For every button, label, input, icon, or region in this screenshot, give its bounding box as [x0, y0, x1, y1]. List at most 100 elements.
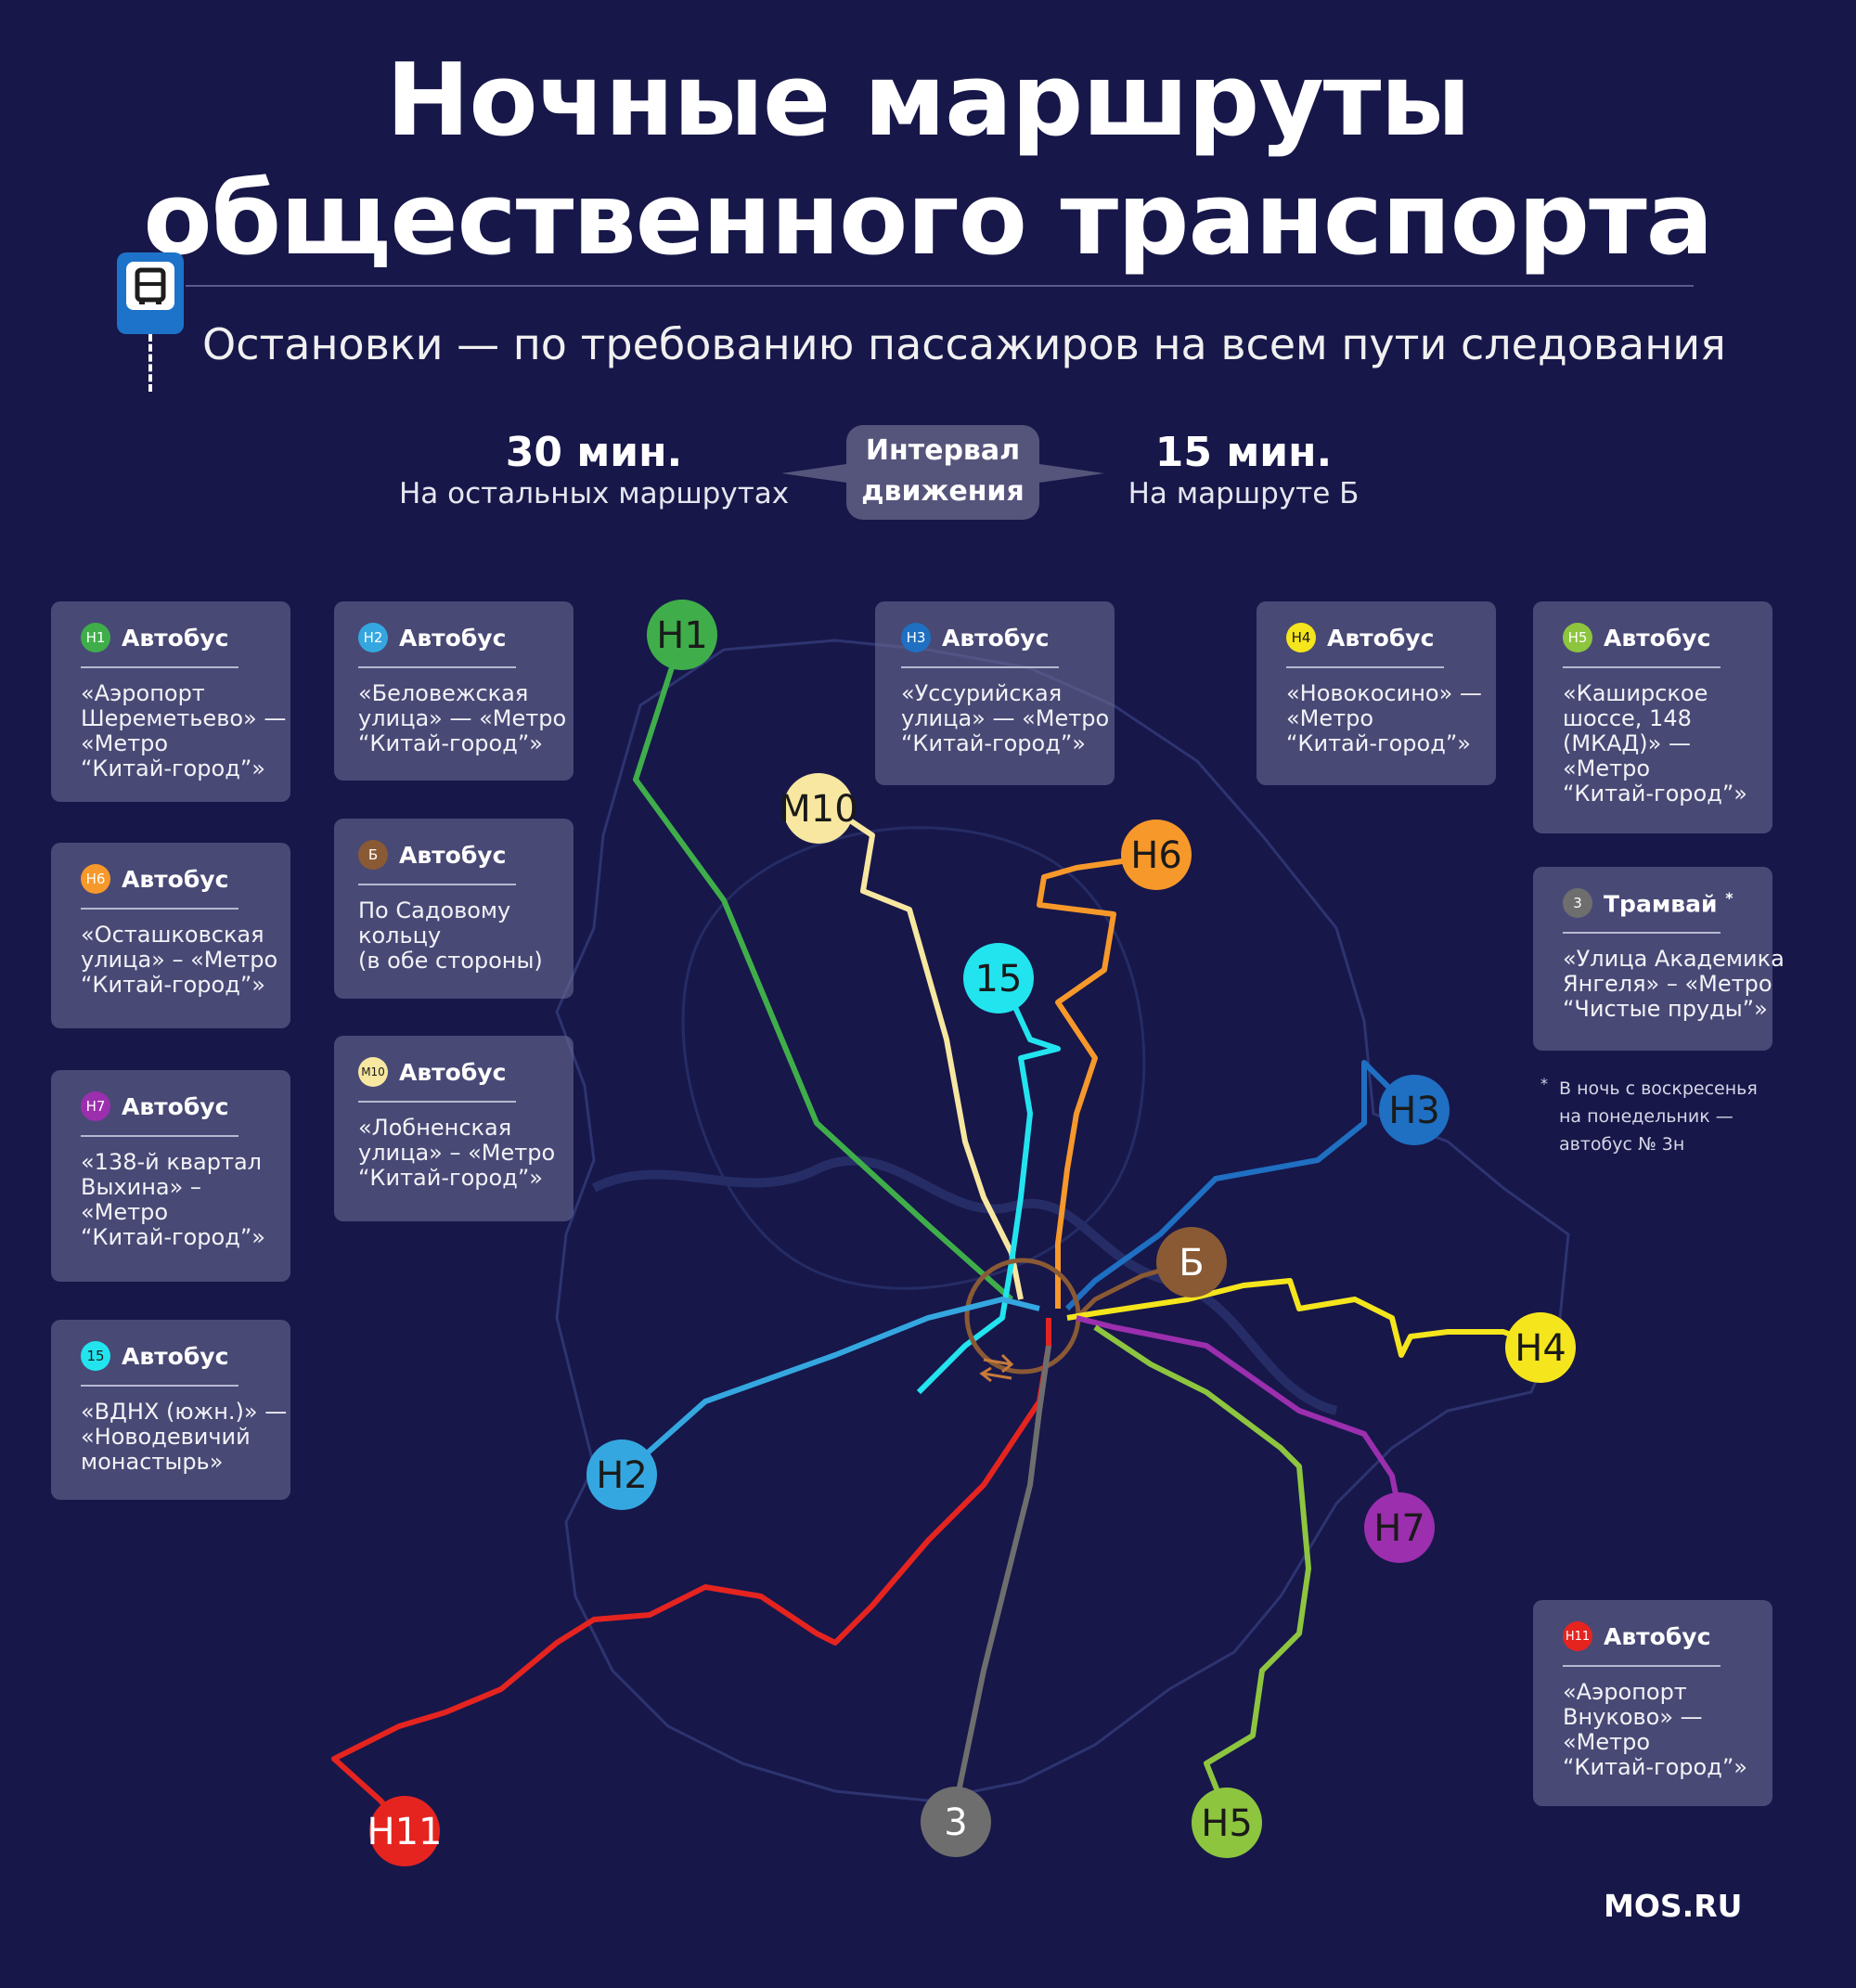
map-label-b: Б	[1156, 1227, 1227, 1297]
title-line-1: Ночные маршруты	[386, 43, 1471, 159]
badge-h2: Н2	[358, 623, 388, 652]
route-h3-line	[1064, 1060, 1413, 1311]
map-label-h4: Н4	[1505, 1312, 1576, 1383]
card-type: Автобус	[1604, 1622, 1711, 1650]
badge-h4: Н4	[1286, 623, 1316, 652]
route-m10-line	[829, 805, 1024, 1300]
svg-text:Н2: Н2	[596, 1454, 648, 1497]
footnote-mark: *	[1540, 1075, 1548, 1092]
svg-text:М10: М10	[779, 788, 857, 831]
route-h1-line	[633, 635, 1013, 1302]
svg-text:15: 15	[975, 958, 1023, 1000]
interval-other-text: На остальных маршрутах	[399, 477, 790, 510]
badge-h7: Н7	[81, 1091, 110, 1121]
route-h2-line	[620, 1297, 1040, 1478]
svg-text:Н3: Н3	[1388, 1090, 1440, 1132]
map-label-h2: Н2	[586, 1439, 657, 1510]
badge-tram3: 3	[1563, 888, 1592, 918]
svg-text:3: 3	[944, 1801, 967, 1844]
title-line-2: общественного транспорта	[143, 161, 1713, 278]
map-label-tram3: 3	[921, 1787, 991, 1857]
city-outline	[555, 639, 1570, 1802]
route-15-line	[916, 977, 1061, 1395]
interval-label-line-2: движения	[861, 475, 1025, 508]
card-type: Автобус	[399, 624, 507, 652]
interval-label-line-1: Интервал	[865, 434, 1021, 467]
card-type: Автобус	[122, 1092, 229, 1120]
badge-h6: Н6	[81, 864, 110, 894]
card-type: Автобус	[122, 1342, 229, 1370]
card-type: Трамвай *	[1604, 888, 1734, 918]
ring-arrow-icon	[979, 1366, 1012, 1383]
map-label-h11: Н11	[367, 1796, 442, 1866]
note-mark: *	[1725, 888, 1734, 907]
map-label-h6: Н6	[1121, 820, 1192, 890]
badge-h3: Н3	[901, 623, 931, 652]
svg-text:Н5: Н5	[1201, 1802, 1253, 1845]
card-route-h4: Н4 Автобус «Новокосино» —«Метро“Китай-го…	[1257, 601, 1496, 785]
map-label-h5: Н5	[1192, 1788, 1262, 1858]
route-3-line	[953, 1345, 1051, 1806]
route-b-ring	[964, 1258, 1081, 1375]
card-type: Автобус	[399, 1058, 507, 1086]
svg-text:Н6: Н6	[1130, 834, 1182, 877]
card-type: Автобус	[122, 865, 229, 893]
badge-15: 15	[81, 1341, 110, 1371]
card-type: Автобус	[399, 841, 507, 869]
badge-m10: М10	[358, 1057, 388, 1087]
map-label-h3: Н3	[1379, 1075, 1450, 1145]
arrow-left-icon	[781, 464, 846, 483]
badge-h5: Н5	[1563, 623, 1592, 652]
subtitle: Остановки — по требованию пассажиров на …	[202, 319, 1726, 369]
badge-h1: Н1	[81, 623, 110, 652]
bus-stop-icon	[117, 252, 184, 334]
interval-label: Интервал движения	[846, 425, 1039, 520]
badge-b: Б	[358, 840, 388, 870]
map-label-m10: М10	[779, 773, 858, 844]
route-h7-line	[1076, 1315, 1404, 1523]
interval-route-b: 15 мин. На маршруте Б	[1109, 429, 1378, 510]
card-type: Автобус	[1604, 624, 1711, 652]
map-label-h1: Н1	[647, 600, 717, 670]
card-type: Автобус	[942, 624, 1050, 652]
bus-stop-pole	[148, 334, 152, 392]
map-label-15: 15	[963, 943, 1034, 1013]
interval-other-value: 30 мин.	[505, 429, 683, 476]
page-title: Ночные маршруты общественного транспорта	[0, 42, 1856, 279]
brand-logo: MOS.RU	[1604, 1888, 1743, 1924]
svg-text:Н7: Н7	[1373, 1507, 1425, 1550]
card-type: Автобус	[1327, 624, 1435, 652]
card-description: «Новокосино» —«Метро“Китай-город”»	[1286, 680, 1482, 756]
route-h4-line	[1066, 1278, 1542, 1358]
river	[591, 1155, 1338, 1415]
card-type: Автобус	[122, 624, 229, 652]
mkad-road	[681, 826, 1146, 1290]
interval-b-value: 15 мин.	[1154, 429, 1333, 476]
map-label-h7: Н7	[1364, 1492, 1435, 1563]
route-h6-line	[1037, 856, 1142, 1309]
svg-text:Б: Б	[1179, 1242, 1204, 1284]
svg-text:Н1: Н1	[656, 614, 708, 657]
badge-h11: Н11	[1563, 1621, 1592, 1651]
